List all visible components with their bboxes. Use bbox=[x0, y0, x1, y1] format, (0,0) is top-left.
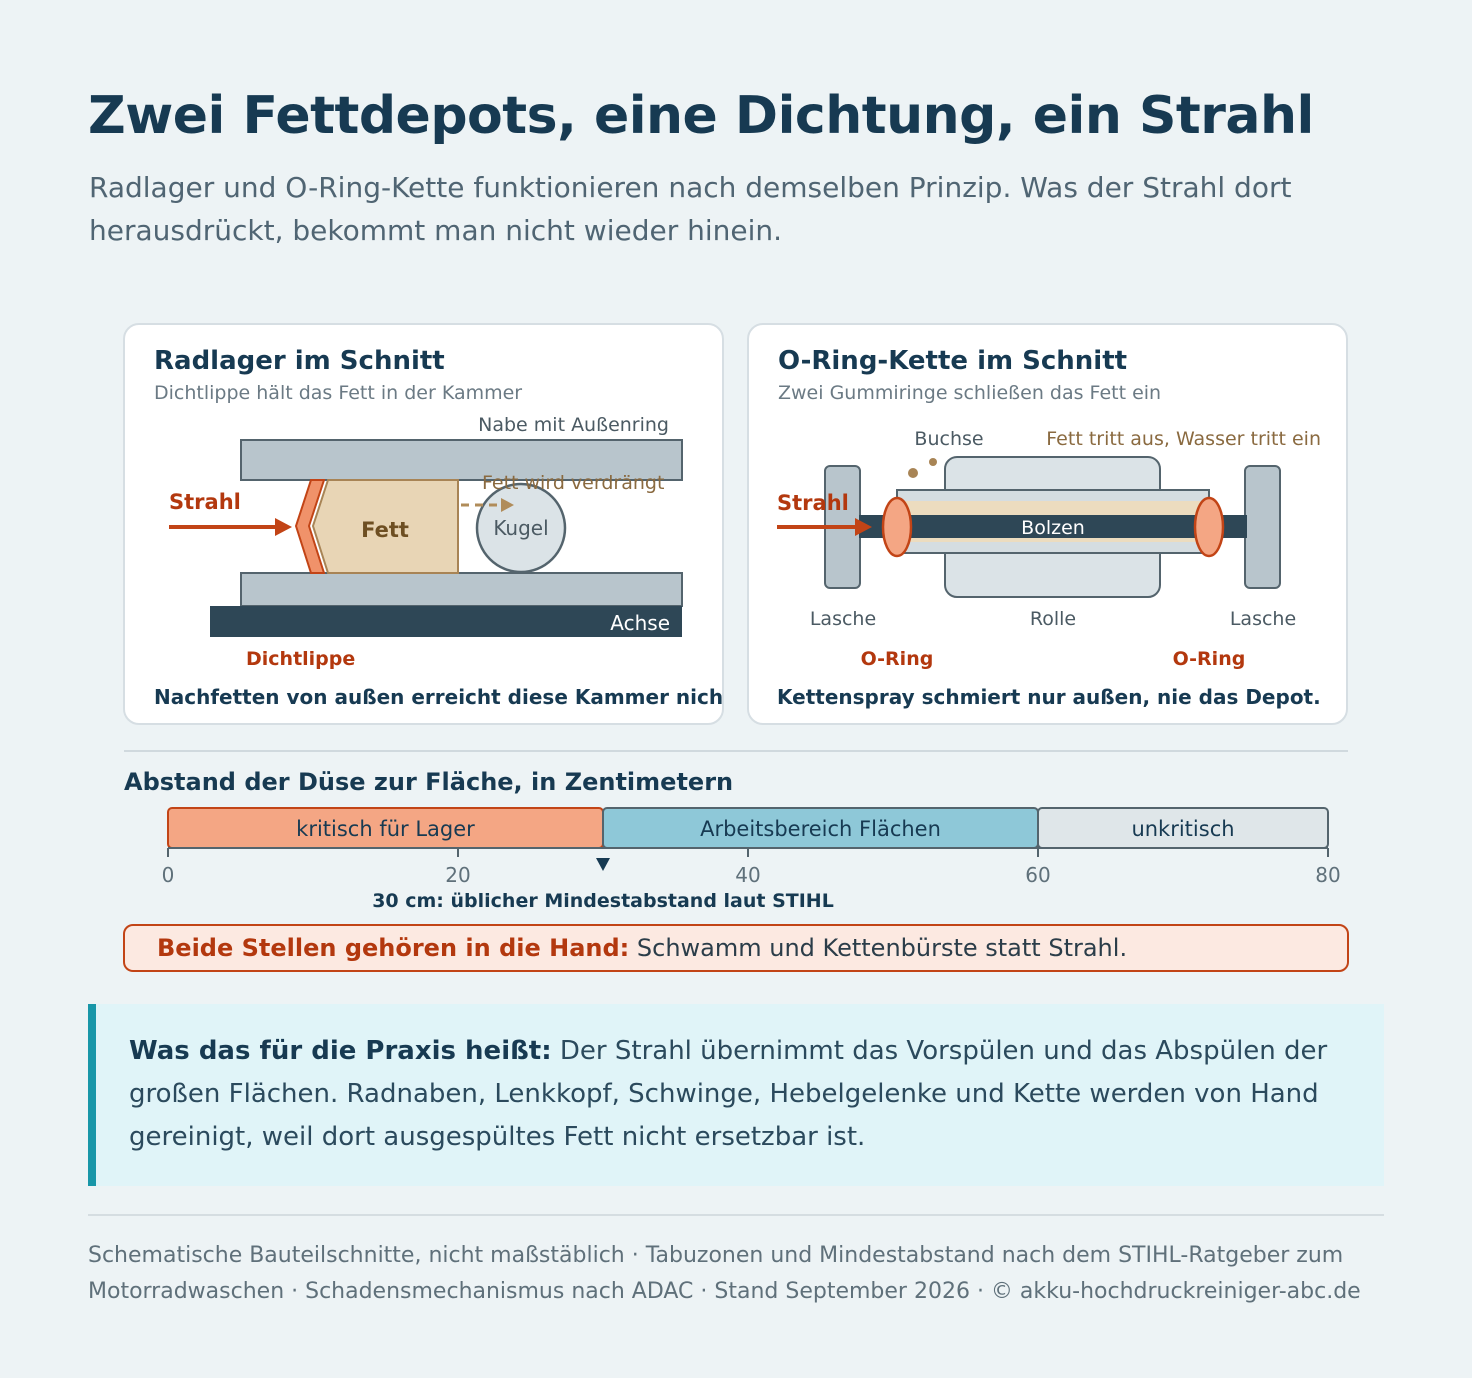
grease-label: Fett bbox=[361, 518, 409, 542]
inner-ring bbox=[240, 572, 683, 607]
right-plate-label: Lasche bbox=[1230, 608, 1296, 630]
note-strong: Was das für die Praxis heißt: bbox=[129, 1036, 552, 1066]
right-oring-label: O-Ring bbox=[1173, 648, 1246, 670]
oring-chain-panel: O-Ring-Kette im Schnitt Zwei Gummiringe … bbox=[747, 323, 1348, 725]
footer-credits: Schematische Bauteilschnitte, nicht maßs… bbox=[88, 1243, 1361, 1304]
grease-chamber bbox=[311, 479, 459, 574]
scale-tick-label: 60 bbox=[1025, 863, 1050, 887]
wheel-bearing-diagram: Radlager im Schnitt Dichtlippe hält das … bbox=[154, 346, 724, 709]
jet-arrowhead bbox=[855, 518, 872, 536]
seal-lip bbox=[294, 479, 326, 574]
ball-label: Kugel bbox=[493, 516, 548, 540]
jet-label: Strahl bbox=[169, 490, 241, 514]
left-plate-label: Lasche bbox=[810, 608, 876, 630]
displacement-arrowhead bbox=[501, 498, 514, 512]
displaced-label: Fett wird verdrängt bbox=[482, 472, 664, 494]
scale-segment-label: Arbeitsbereich Flächen bbox=[700, 817, 941, 841]
note-text: Der Strahl übernimmt das Vorspülen und d… bbox=[129, 1036, 1328, 1152]
right-plate bbox=[1244, 465, 1281, 589]
pin bbox=[859, 515, 1247, 538]
leak-label: Fett tritt aus, Wasser tritt ein bbox=[1046, 428, 1321, 450]
scale-tick-label: 0 bbox=[162, 863, 175, 887]
axle-label: Achse bbox=[610, 611, 670, 635]
scale-tick-label: 20 bbox=[445, 863, 470, 887]
wheel-bearing-panel: Radlager im Schnitt Dichtlippe hält das … bbox=[123, 323, 724, 725]
distance-scale: kritisch für Lager Arbeitsbereich Flächen… bbox=[162, 807, 1341, 912]
right-oring bbox=[1193, 496, 1225, 558]
minimum-distance-label: 30 cm: üblicher Mindestabstand laut STIH… bbox=[372, 890, 834, 912]
panel-subtitle: Dichtlippe hält das Fett in der Kammer bbox=[154, 382, 522, 404]
scale-segment-label: unkritisch bbox=[1131, 817, 1234, 841]
left-oring-label: O-Ring bbox=[861, 648, 934, 670]
page-subtitle: Radlager und O-Ring-Kette funktionieren … bbox=[89, 171, 1292, 247]
scale-tick-label: 40 bbox=[735, 863, 760, 887]
scale-tick-label: 80 bbox=[1315, 863, 1340, 887]
panel-title: Radlager im Schnitt bbox=[154, 346, 445, 376]
roller-label: Rolle bbox=[1030, 608, 1076, 630]
panel-caption: Nachfetten von außen erreicht diese Kamm… bbox=[154, 685, 724, 709]
panel-caption: Kettenspray schmiert nur außen, nie das … bbox=[777, 685, 1321, 709]
practice-note: Was das für die Praxis heißt: Der Strahl… bbox=[88, 1004, 1384, 1186]
panel-subtitle: Zwei Gummiringe schließen das Fett ein bbox=[778, 382, 1161, 404]
oring-chain-diagram: O-Ring-Kette im Schnitt Zwei Gummiringe … bbox=[777, 346, 1321, 709]
bushing-label: Buchse bbox=[914, 428, 983, 450]
pin-label: Bolzen bbox=[1021, 517, 1085, 539]
axle bbox=[210, 606, 682, 637]
hub-outer-ring bbox=[240, 439, 683, 481]
section-divider bbox=[124, 750, 1348, 752]
grease-drop bbox=[908, 468, 918, 478]
hand-cleaning-callout: Beide Stellen gehören in die Hand: Schwa… bbox=[123, 924, 1349, 972]
grease-drop bbox=[929, 458, 937, 466]
callout-text: Schwamm und Kettenbürste statt Strahl. bbox=[629, 934, 1128, 962]
jet-label: Strahl bbox=[777, 491, 849, 515]
hub-label: Nabe mit Außenring bbox=[478, 414, 669, 436]
seal-lip-label: Dichtlippe bbox=[246, 648, 355, 670]
callout-strong: Beide Stellen gehören in die Hand: bbox=[157, 934, 630, 962]
jet-arrowhead bbox=[275, 518, 292, 536]
ball bbox=[475, 482, 567, 574]
minimum-distance-marker bbox=[596, 858, 610, 871]
panel-title: O-Ring-Kette im Schnitt bbox=[778, 346, 1127, 376]
footer-rule bbox=[88, 1214, 1384, 1216]
scale-segment-label: kritisch für Lager bbox=[296, 817, 475, 841]
page-title: Zwei Fettdepots, eine Dichtung, ein Stra… bbox=[88, 86, 1314, 146]
left-oring bbox=[881, 496, 913, 558]
scale-title: Abstand der Düse zur Fläche, in Zentimet… bbox=[124, 768, 734, 796]
